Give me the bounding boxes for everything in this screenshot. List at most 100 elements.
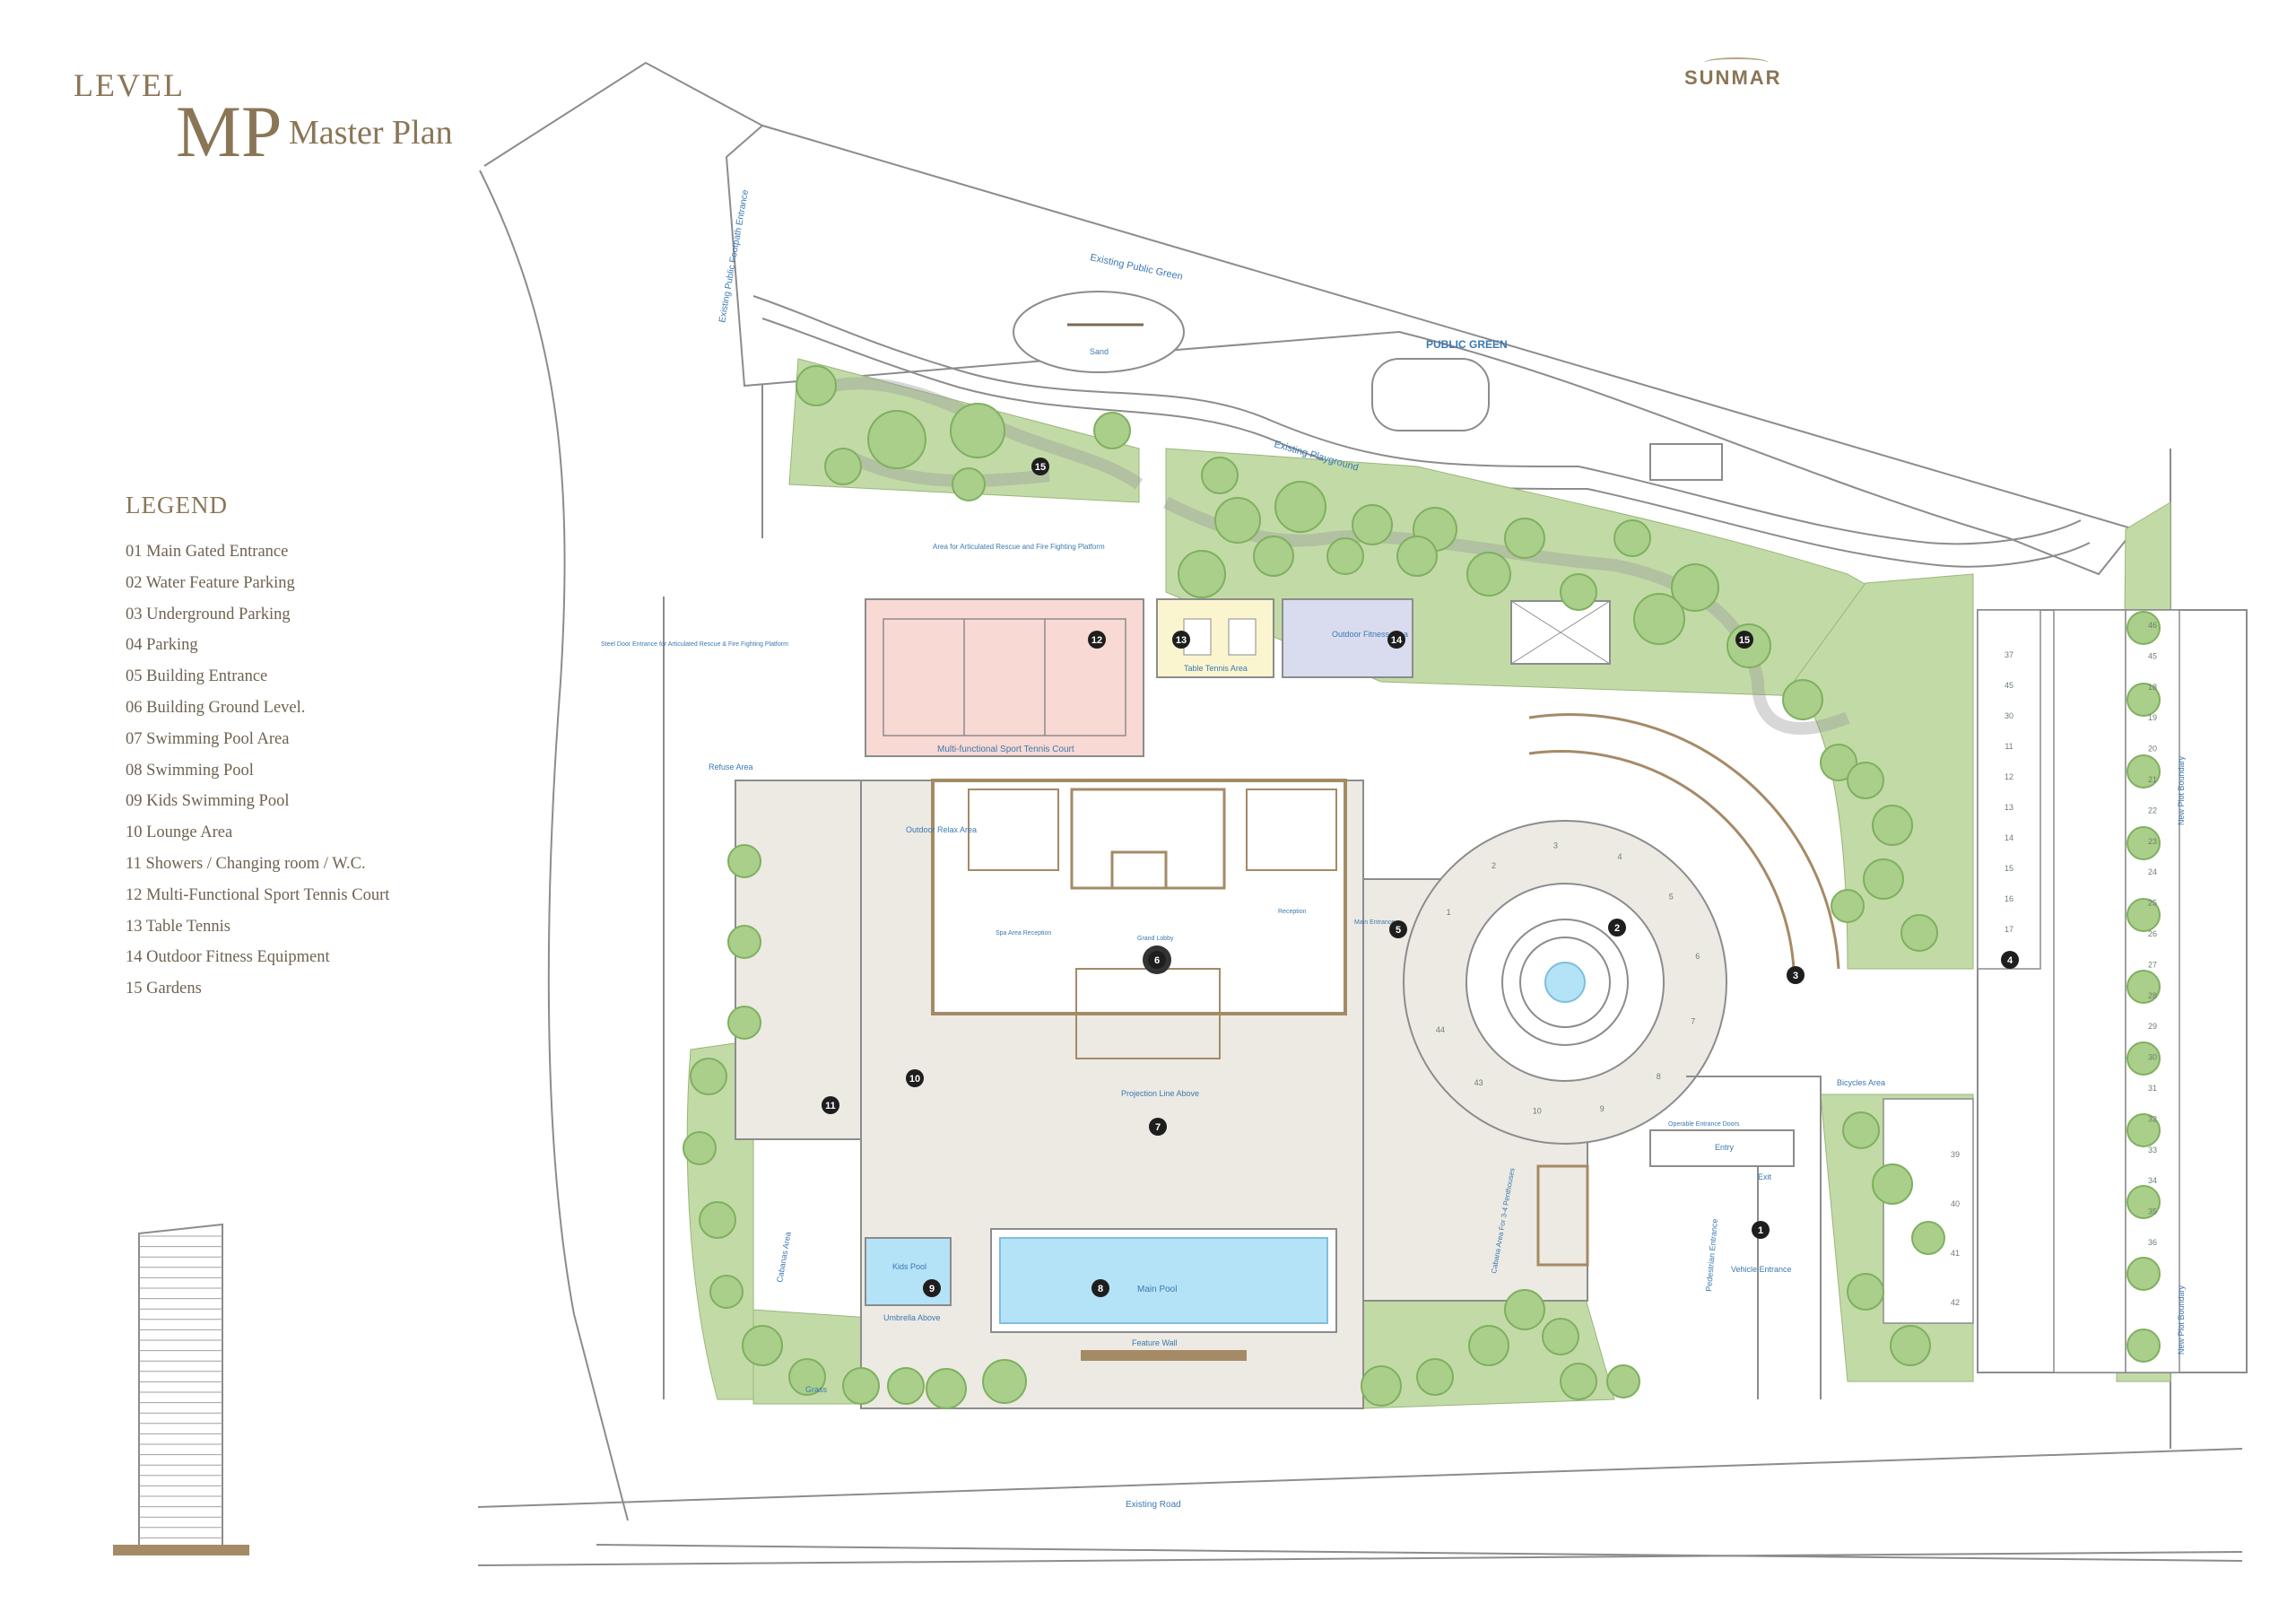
tree-icon bbox=[1468, 1325, 1509, 1366]
west-terrace bbox=[735, 780, 862, 1140]
label-outdoor-relax: Outdoor Relax Area bbox=[906, 825, 977, 834]
legend-item: 08 Swimming Pool bbox=[126, 761, 254, 780]
marker-6: 6 bbox=[1148, 951, 1166, 969]
label-new-plot-boundary-2: New Plot Boundary bbox=[2177, 1285, 2186, 1355]
legend-item: 13 Table Tennis bbox=[126, 917, 230, 936]
ring-bay-number: 2 bbox=[1492, 861, 1496, 870]
label-spa-reception: Spa Area Reception bbox=[996, 930, 1051, 937]
parking-bay-number: 40 bbox=[1951, 1199, 1960, 1208]
tree-icon bbox=[1274, 481, 1326, 533]
parking-bay-number: 32 bbox=[2148, 1114, 2157, 1123]
marker-dot bbox=[1787, 966, 1805, 984]
parking-bay-number: 14 bbox=[2005, 833, 2013, 842]
tree-icon bbox=[952, 467, 986, 501]
tree-icon bbox=[727, 925, 761, 959]
label-kids-pool: Kids Pool bbox=[892, 1262, 926, 1271]
ring-bay-number: 43 bbox=[1474, 1078, 1483, 1087]
label-bicycles-area: Bicycles Area bbox=[1837, 1078, 1885, 1087]
ring-bay-number: 9 bbox=[1600, 1104, 1605, 1113]
parking-bay-number: 22 bbox=[2148, 806, 2157, 815]
tree-icon bbox=[1542, 1318, 1579, 1355]
feature-wall bbox=[1081, 1350, 1247, 1361]
office-rooms bbox=[1246, 789, 1337, 871]
label-new-plot-boundary-1: New Plot Boundary bbox=[2177, 755, 2186, 825]
label-cabanas-area: Cabanas Area bbox=[775, 1231, 793, 1283]
legend-item: 11 Showers / Changing room / W.C. bbox=[126, 854, 366, 873]
tree-icon bbox=[824, 448, 862, 485]
ring-bay-number: 5 bbox=[1669, 893, 1674, 902]
legend-item: 10 Lounge Area bbox=[126, 823, 233, 842]
marker-10: 10 bbox=[906, 1069, 924, 1087]
tree-icon bbox=[1416, 1358, 1454, 1396]
parking-aisle bbox=[2053, 609, 2126, 1373]
legend-item: 07 Swimming Pool Area bbox=[126, 729, 290, 748]
tree-icon bbox=[1504, 1289, 1545, 1330]
label-pedestrian-entrance: Pedestrian Entrance bbox=[1704, 1218, 1719, 1292]
parking-bay-number: 42 bbox=[1951, 1298, 1960, 1307]
marker-14: 14 bbox=[1387, 631, 1405, 649]
label-grass: Grass bbox=[805, 1385, 828, 1394]
tree-icon bbox=[1396, 536, 1438, 577]
tree-icon bbox=[1560, 573, 1597, 611]
tree-icon bbox=[1214, 497, 1261, 544]
ring-bay-number: 1 bbox=[1447, 908, 1451, 917]
table-tennis-table-2 bbox=[1228, 618, 1257, 656]
tree-icon bbox=[1606, 1364, 1640, 1399]
marker-3: 3 bbox=[1787, 966, 1805, 984]
tree-icon bbox=[2126, 1185, 2161, 1219]
label-exit: Exit bbox=[1758, 1172, 1772, 1181]
tree-icon bbox=[1352, 504, 1393, 545]
label-public-green: PUBLIC GREEN bbox=[1426, 338, 1508, 351]
building-outline bbox=[931, 779, 1347, 1015]
label-table-tennis: Table Tennis Area bbox=[1184, 664, 1248, 673]
garden-path-east bbox=[1162, 496, 1850, 735]
spa-rooms bbox=[968, 789, 1059, 871]
marker-15: 15 bbox=[1735, 631, 1753, 649]
legend-item: 03 Underground Parking bbox=[126, 605, 291, 623]
tower-base bbox=[113, 1545, 249, 1555]
tower-outline bbox=[138, 1223, 223, 1553]
parking-bay-number: 29 bbox=[2148, 1022, 2157, 1031]
marker-dot bbox=[1149, 1118, 1167, 1136]
ring-bay-number: 4 bbox=[1617, 852, 1622, 861]
tree-icon bbox=[1911, 1221, 1945, 1255]
marker-number: 15 bbox=[1035, 462, 1046, 473]
tree-icon bbox=[1900, 914, 1938, 952]
marker-number: 7 bbox=[1155, 1122, 1161, 1133]
parking-bay-number: 41 bbox=[1951, 1249, 1960, 1258]
marker-15: 15 bbox=[1031, 457, 1049, 475]
left-road-inner bbox=[479, 170, 629, 1521]
fountain-water bbox=[1544, 962, 1586, 1003]
tree-icon bbox=[1093, 412, 1131, 449]
tree-icon bbox=[926, 1368, 967, 1409]
parking-bay-number: 35 bbox=[2148, 1207, 2157, 1216]
building-footprint bbox=[931, 779, 1347, 1059]
marker-number: 14 bbox=[1391, 635, 1403, 646]
ring-bay-number: 10 bbox=[1533, 1107, 1542, 1116]
marker-7: 7 bbox=[1149, 1118, 1167, 1136]
tree-icon bbox=[2126, 683, 2161, 717]
label-sand: Sand bbox=[1090, 347, 1109, 356]
tree-icon bbox=[683, 1131, 717, 1165]
tree-icon bbox=[1466, 552, 1511, 597]
trees bbox=[683, 365, 2161, 1409]
tree-icon bbox=[2126, 1329, 2161, 1363]
parking-bay-number: 13 bbox=[2005, 803, 2013, 812]
marker-number: 11 bbox=[825, 1101, 836, 1111]
parking-bay-number: 15 bbox=[2005, 864, 2013, 873]
pergola-arc-outer bbox=[1528, 713, 1840, 970]
marker-number: 1 bbox=[1758, 1225, 1763, 1236]
tree-icon bbox=[2126, 611, 2161, 645]
tree-icon bbox=[709, 1275, 744, 1309]
legend-item: 02 Water Feature Parking bbox=[126, 573, 295, 592]
parking-bay-number: 17 bbox=[2005, 925, 2013, 934]
marker-dot bbox=[1735, 631, 1753, 649]
marker-2: 2 bbox=[1608, 919, 1626, 937]
legend-title: LEGEND bbox=[126, 492, 228, 518]
legend-list: 01 Main Gated Entrance 02 Water Feature … bbox=[126, 536, 389, 1005]
marker-12: 12 bbox=[1088, 631, 1106, 649]
parking-bay-number: 33 bbox=[2148, 1146, 2157, 1155]
marker-dot bbox=[906, 1069, 924, 1087]
